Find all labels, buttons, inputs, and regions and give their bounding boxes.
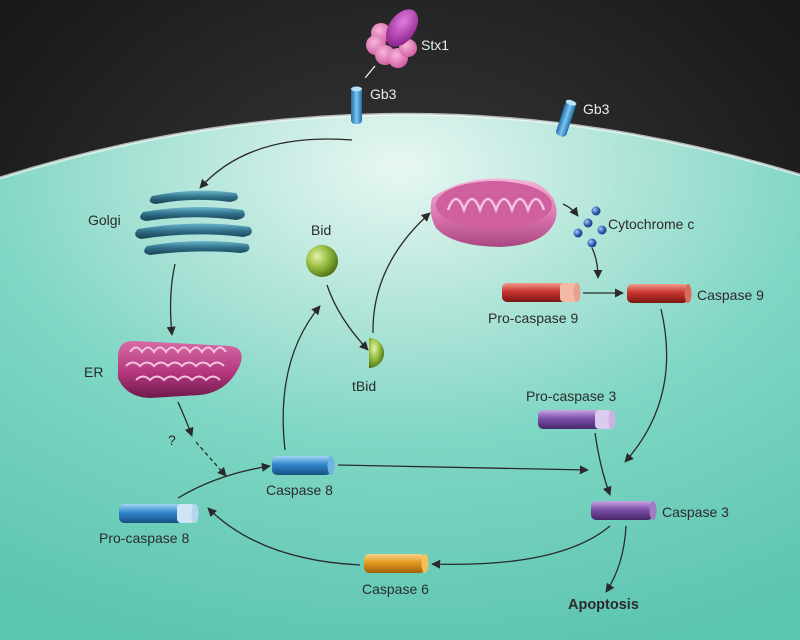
caspase-3-cylinder — [591, 501, 657, 520]
arrow-caspase-3-to-apoptosis — [605, 525, 627, 593]
arrow-stx1-to-gb3 — [359, 65, 376, 85]
arrow-caspase-3-to-caspase-6 — [431, 525, 611, 569]
arrow-caspase-9-to-caspase-3 — [624, 308, 668, 463]
mitochondrion — [430, 178, 557, 247]
gb3-receptor-left — [351, 86, 362, 124]
pro-caspase-8-cylinder — [119, 504, 199, 523]
cell-membrane — [0, 112, 800, 180]
caspase-9-cylinder — [627, 284, 692, 303]
bid-protein — [306, 245, 338, 277]
tbid-protein — [369, 338, 384, 368]
caspase-6-cylinder — [364, 554, 429, 573]
arrow-er-to-caspase-8-uncertain — [195, 441, 227, 477]
gb3-receptor-right — [556, 99, 577, 137]
arrow-pro-caspase-3-to-caspase-3 — [594, 432, 612, 496]
pro-caspase-9-cylinder — [502, 283, 581, 302]
arrow-er-dashed-upper — [177, 401, 194, 437]
arrow-caspase-8-to-bid — [282, 305, 321, 451]
golgi-apparatus — [135, 190, 252, 255]
endoplasmic-reticulum — [118, 340, 242, 398]
arrow-caspase-8-to-caspase-3 — [337, 464, 589, 475]
arrow-cytochrome-c-to-pro-caspase-9 — [591, 247, 603, 279]
arrow-mitochondrion-to-cytochrome-c — [562, 203, 579, 217]
arrow-golgi-to-er — [166, 263, 176, 336]
stx1-toxin — [366, 9, 419, 68]
arrow-bid-to-tbid — [326, 284, 369, 351]
pro-caspase-3-cylinder — [538, 410, 616, 429]
arrow-pro-caspase-8-to-caspase-8 — [177, 462, 271, 499]
arrow-caspase-6-to-pro-caspase-8 — [207, 507, 361, 566]
caspase-8-cylinder — [272, 456, 335, 475]
arrow-gb3-to-golgi — [199, 138, 353, 189]
cytochrome-c-molecules — [573, 206, 607, 248]
arrow-tbid-to-mitochondrion — [372, 212, 431, 334]
